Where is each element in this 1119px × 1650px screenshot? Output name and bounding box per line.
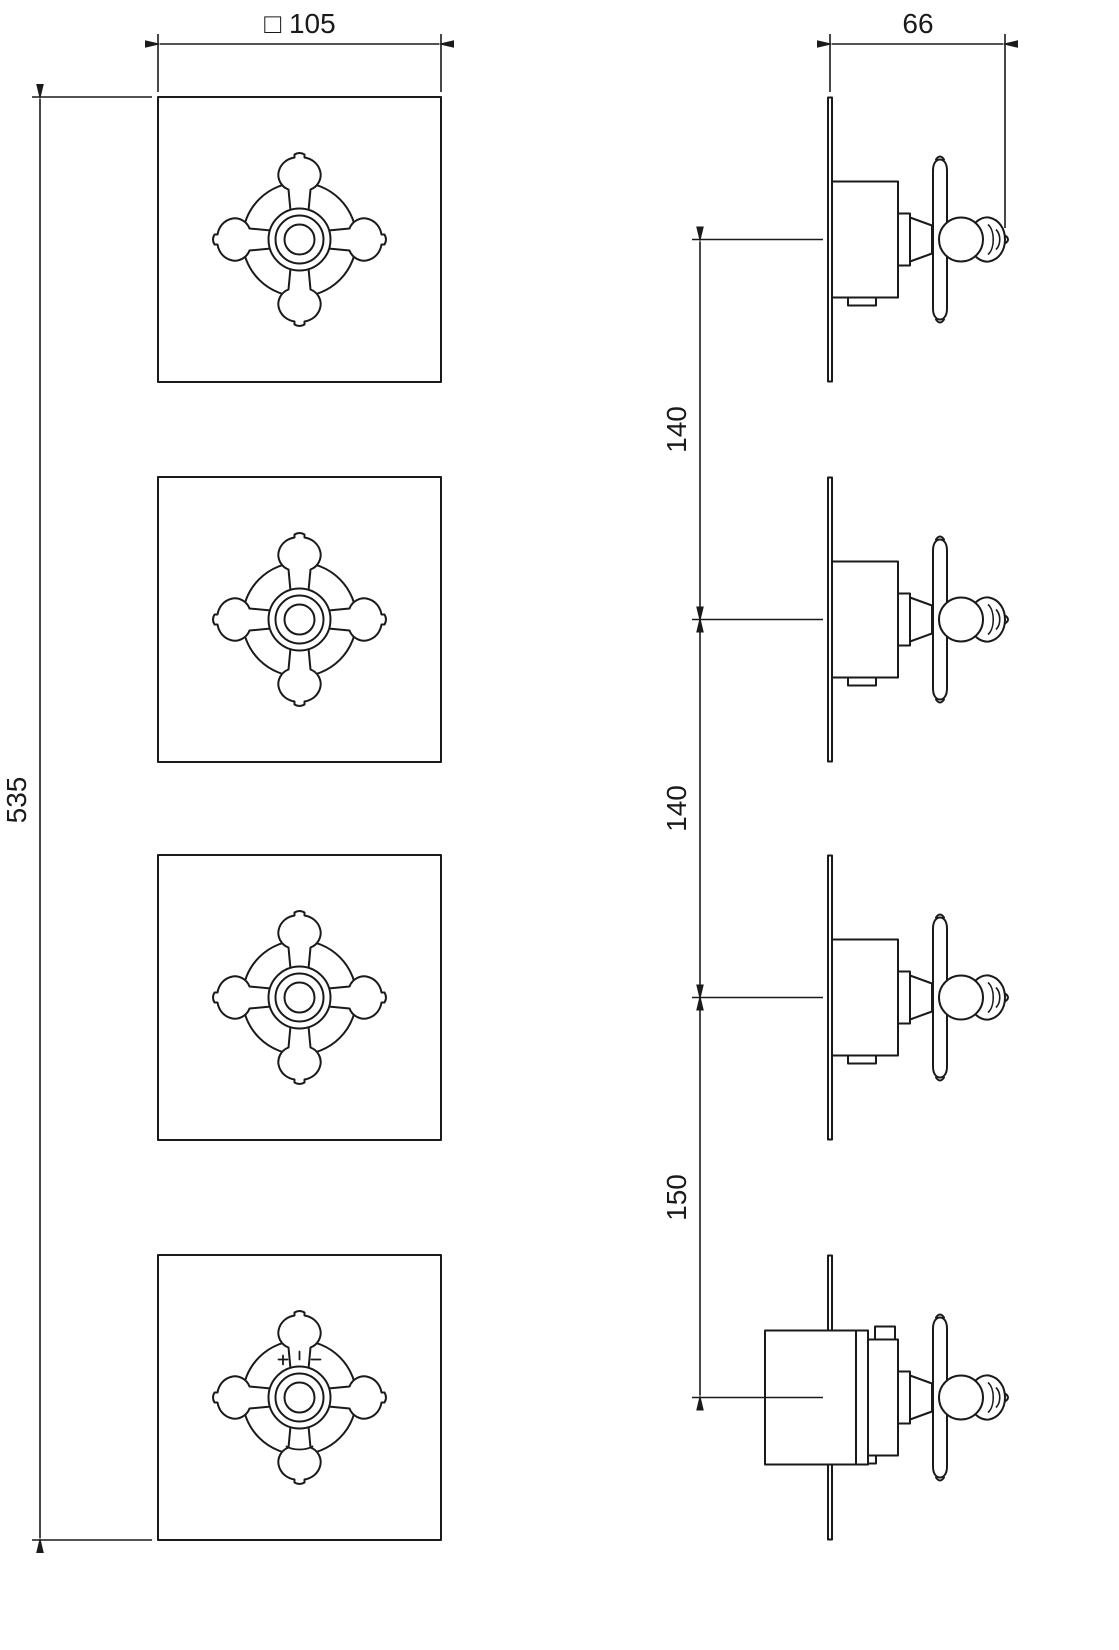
dim-depth: 66 (817, 8, 1018, 228)
dim-label-front-width: □ 105 (264, 8, 335, 39)
side-valve-2 (827, 476, 1009, 763)
side-valve-1 (827, 96, 1009, 383)
dim-pitch-chain: 140 140 150 (661, 226, 823, 1411)
dim-label-pitch-3: 150 (661, 1174, 692, 1221)
dim-label-depth: 66 (902, 8, 933, 39)
dim-label-pitch-2: 140 (661, 785, 692, 832)
side-valve-3 (827, 854, 1009, 1141)
dim-total-height: 535 (1, 84, 152, 1553)
front-view (157, 96, 442, 1541)
dim-label-total-height: 535 (1, 777, 32, 824)
dim-front-width: □ 105 (145, 8, 454, 92)
side-view (764, 96, 1009, 1541)
thermostat-top-knob (874, 1325, 896, 1341)
thermostat-scale-marks (277, 1350, 322, 1451)
dim-label-pitch-1: 140 (661, 406, 692, 453)
